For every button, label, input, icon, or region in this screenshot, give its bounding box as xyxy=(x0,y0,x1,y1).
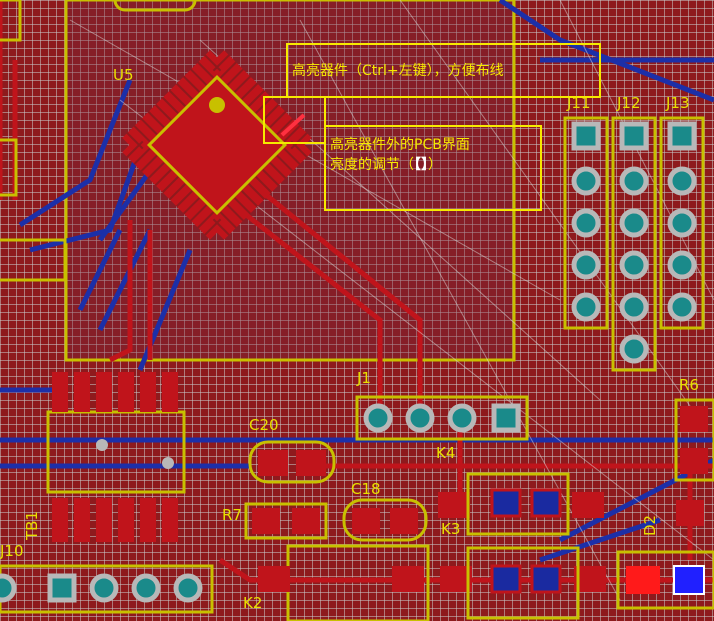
header-j10[interactable] xyxy=(0,564,214,614)
designator-r6: R6 xyxy=(679,376,699,394)
k4-outline xyxy=(466,472,570,536)
header-j11[interactable] xyxy=(563,116,609,330)
brightness-note-line1: 高亮器件外的PCB界面 xyxy=(330,137,470,153)
resistor-r6[interactable] xyxy=(674,398,714,482)
k3-outline xyxy=(466,546,580,620)
left-outlines xyxy=(0,0,197,282)
designator-k4: K4 xyxy=(436,444,456,462)
designator-r7: R7 xyxy=(222,506,242,524)
diode-d2[interactable] xyxy=(616,550,714,610)
designator-d2: D2 xyxy=(641,514,660,537)
header-j12[interactable] xyxy=(611,116,657,372)
brightness-note-line2: 亮度的调节（【】） xyxy=(330,155,536,175)
designator-k2: K2 xyxy=(243,594,263,612)
blue-pads xyxy=(490,488,562,594)
highlighted-pad xyxy=(280,113,306,137)
brightness-keys: 【】 xyxy=(414,157,428,173)
resistor-r7[interactable] xyxy=(244,502,328,540)
designator-j13: J13 xyxy=(666,94,690,112)
soic-component[interactable] xyxy=(46,372,186,542)
designator-c18: C18 xyxy=(351,480,381,498)
brightness-note: 高亮器件外的PCB界面 亮度的调节（【】） xyxy=(324,125,542,211)
highlight-note: 高亮器件（Ctrl+左键），方便布线 xyxy=(286,43,601,98)
designator-j11: J11 xyxy=(567,94,591,112)
highlight-note-text: 高亮器件（Ctrl+左键），方便布线 xyxy=(292,63,504,79)
designator-j1: J1 xyxy=(357,369,371,387)
capacitor-c18[interactable] xyxy=(342,498,428,542)
brightness-note-suffix: ） xyxy=(428,157,442,173)
bottom-layer-traces xyxy=(0,0,714,563)
designator-k3: K3 xyxy=(441,520,461,538)
header-j13[interactable] xyxy=(659,116,705,330)
designator-j12: J12 xyxy=(617,94,641,112)
brightness-note-prefix: 亮度的调节（ xyxy=(330,157,414,173)
designator-u5: U5 xyxy=(113,66,134,84)
pin1-marker xyxy=(209,97,225,113)
header-j1[interactable] xyxy=(355,395,529,441)
designator-tb1: TB1 xyxy=(23,511,41,540)
designator-j10: J10 xyxy=(0,542,24,560)
capacitor-c20[interactable] xyxy=(248,440,336,484)
designator-c20: C20 xyxy=(249,416,279,434)
